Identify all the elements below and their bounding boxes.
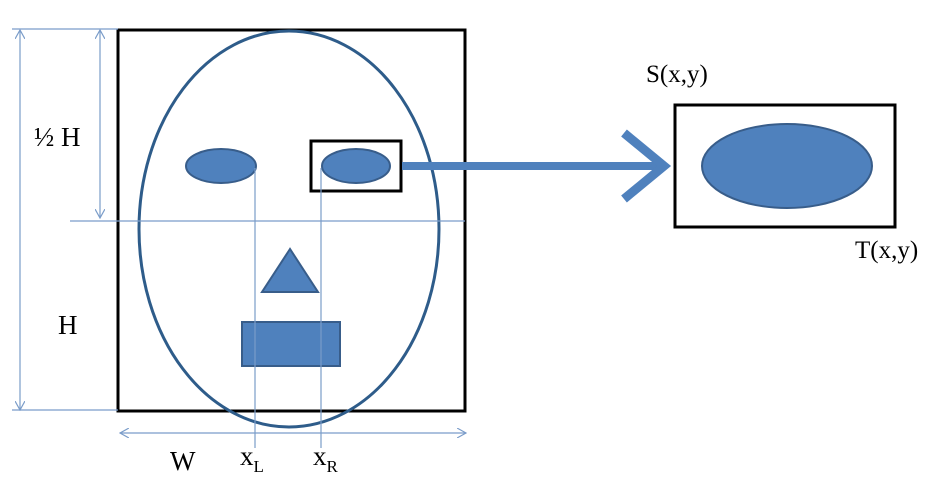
face-outline — [137, 29, 441, 429]
half-h-label: ½ H — [34, 122, 81, 152]
s-label: S(x,y) — [646, 61, 708, 88]
xl-subscript: L — [254, 457, 264, 476]
zoomed-eye-box — [673, 103, 897, 229]
nose-triangle — [260, 247, 320, 293]
w-label: W — [170, 446, 196, 476]
zoom-arrow-head — [621, 129, 672, 203]
eye-region-box — [309, 139, 403, 193]
mouth-rectangle — [241, 321, 341, 367]
right-eye — [321, 148, 391, 184]
xr-label: xR — [313, 441, 339, 476]
h-label: H — [58, 310, 78, 340]
left-eye — [185, 148, 257, 184]
t-label: T(x,y) — [855, 237, 918, 264]
xl-label: xL — [240, 441, 264, 476]
zoomed-eye — [701, 123, 873, 209]
xr-subscript: R — [327, 457, 339, 476]
